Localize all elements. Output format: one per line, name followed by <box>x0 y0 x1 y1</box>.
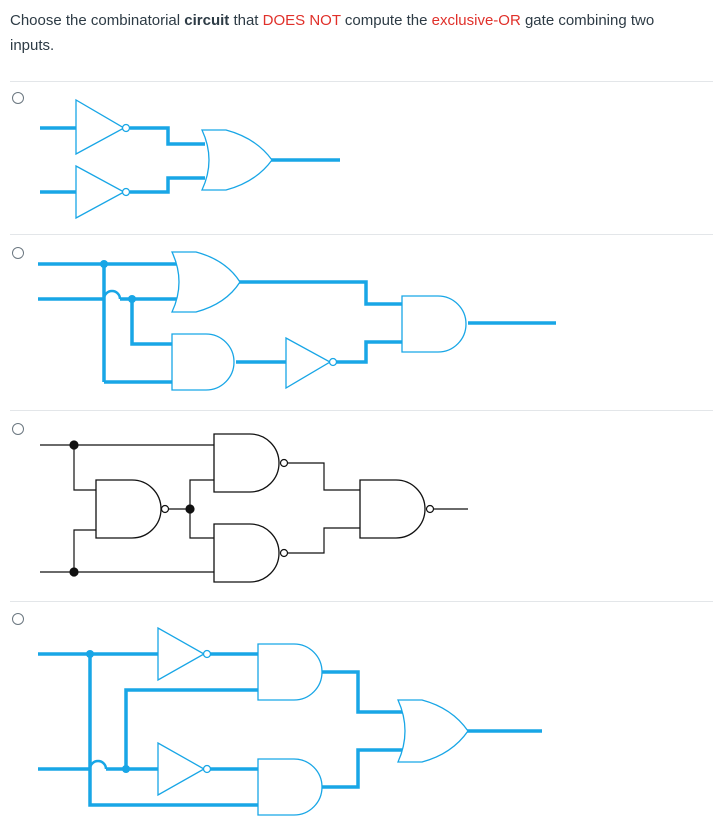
option-3-circuit <box>40 433 468 583</box>
divider <box>10 81 713 82</box>
question-text: Choose the combinatorial circuit that DO… <box>10 12 655 54</box>
divider <box>10 601 713 602</box>
option-1-circuit <box>40 98 340 220</box>
divider <box>10 234 713 235</box>
option-1-radio[interactable] <box>12 92 24 104</box>
option-4-radio[interactable] <box>12 613 24 625</box>
option-2-radio[interactable] <box>12 247 24 259</box>
option-3-radio[interactable] <box>12 423 24 435</box>
option-2-circuit <box>38 251 556 391</box>
divider <box>10 410 713 411</box>
option-4-circuit <box>38 626 542 816</box>
